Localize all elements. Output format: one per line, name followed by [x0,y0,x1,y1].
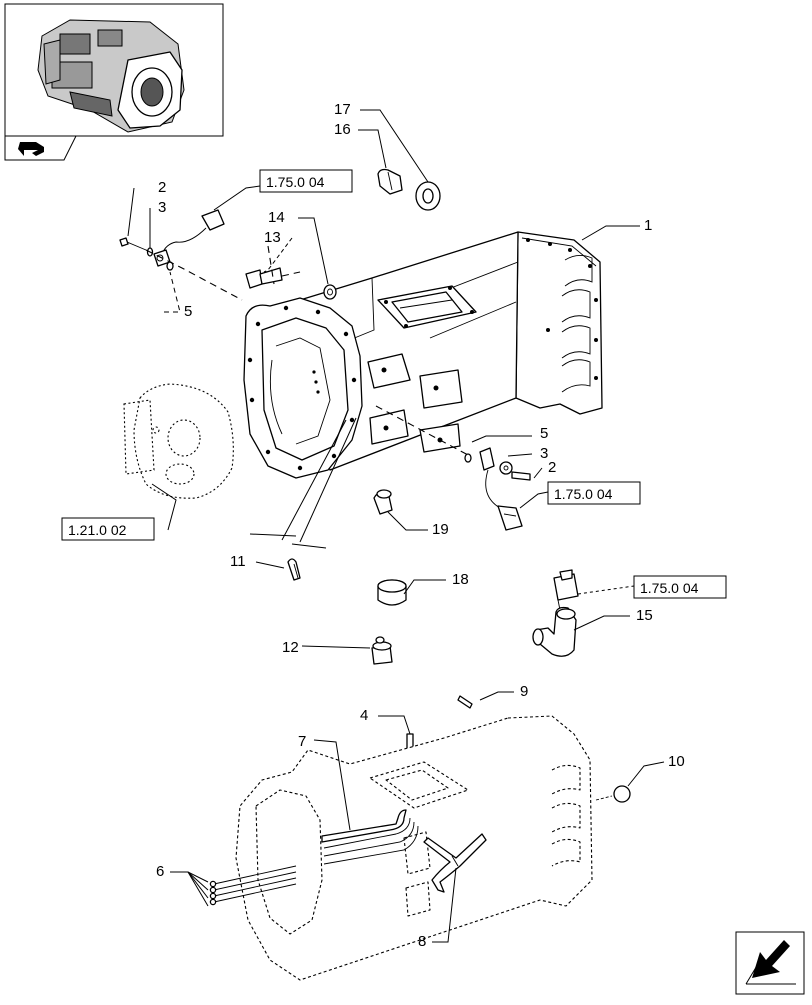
thumbnail-frame[interactable] [4,3,224,137]
callout-1: 1 [644,217,652,234]
sensor-upper [153,209,225,271]
switch-sensor [553,569,579,611]
bushing-18 [377,579,407,606]
pin-9 [457,695,473,709]
callout-16: 16 [334,121,351,138]
elbow-fitting-15 [532,606,577,657]
callout-2: 2 [158,179,166,196]
washer-3-lower [499,461,513,475]
transmission-thumbnail-icon [37,19,185,133]
callout-13: 13 [264,229,281,246]
plug-12 [371,636,393,665]
callout-12: 12 [282,639,299,656]
callout-15: 15 [636,607,653,624]
callout-19: 19 [432,521,449,538]
leader-lines [127,109,665,943]
navigation-tab[interactable] [4,135,77,161]
callout-17: 17 [334,101,351,118]
callout-9: 9 [520,683,528,700]
callout-10: 10 [668,753,685,770]
tube-8 [423,833,487,893]
nut-14 [323,284,337,300]
pipes-6 [209,865,297,906]
reference-label: 1.75.0 04 [640,580,699,596]
bolt-2-upper [119,237,147,251]
plug-19 [373,489,393,515]
bolt-13 [245,267,283,289]
callout-6: 6 [156,863,164,880]
reference-label: 1.21.0 02 [68,522,127,538]
reference-box-sensor-upper[interactable]: 1.75.0 04 [259,169,353,193]
callout-3: 3 [158,199,166,216]
callout-5: 5 [184,303,192,320]
assembly-lines [145,245,471,457]
plug-16 [377,168,403,195]
reference-label: 1.75.0 04 [554,486,613,502]
exit-button[interactable] [735,931,805,995]
front-plate [123,383,234,499]
callout-8: 8 [418,933,426,950]
plug-10 [595,785,631,803]
callout-7: 7 [298,733,306,750]
washer-5-lower [464,453,472,463]
reference-box-switch[interactable]: 1.75.0 04 [633,575,727,599]
reference-boxes: 1.75.0 04 1.75.0 04 1.75.0 04 1.21.0 02 [61,169,727,599]
reference-label: 1.75.0 04 [266,174,325,190]
callout-2-lower: 2 [548,459,556,476]
bolt-2-lower [511,471,531,481]
transmission-housing [243,231,603,479]
callout-14: 14 [268,209,285,226]
housing-outline-lower [235,715,593,981]
reference-box-sensor-lower[interactable]: 1.75.0 04 [547,481,641,505]
tubes-7 [321,809,419,865]
pin-11 [287,558,301,581]
seal-17 [415,181,441,211]
reference-box-front-plate[interactable]: 1.21.0 02 [61,517,155,541]
callout-18: 18 [452,571,469,588]
callout-3-lower: 3 [540,445,548,462]
callout-5-lower: 5 [540,425,548,442]
arrow-return-icon [18,142,44,156]
callout-4: 4 [360,707,368,724]
callout-11: 11 [230,553,246,570]
exit-arrow-icon [745,940,796,985]
callout-labels: 1 2 3 5 13 14 16 17 5 3 2 19 11 18 15 12… [156,101,685,950]
sensor-lower [479,447,523,531]
